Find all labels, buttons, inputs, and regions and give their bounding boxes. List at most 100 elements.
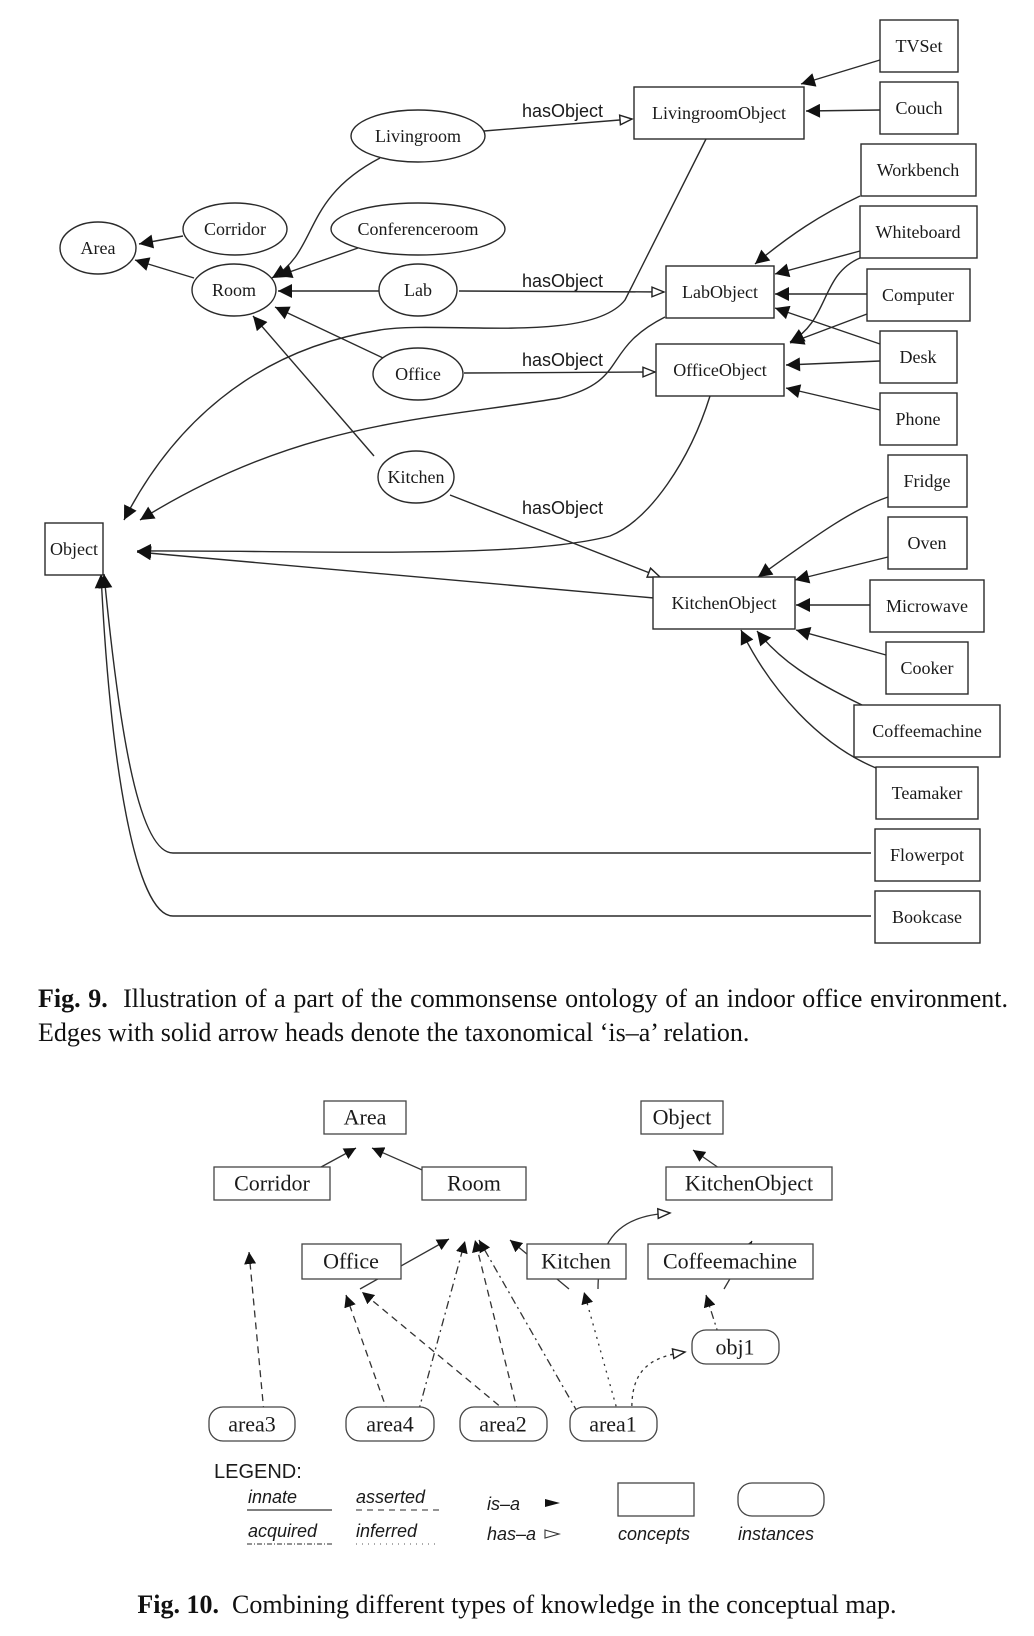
fig9-caption-text: Illustration of a part of the commonsens… xyxy=(38,984,1009,1047)
node-fridge: Fridge xyxy=(887,454,968,508)
concept-coffeemachine: Coffeemachine xyxy=(647,1243,814,1280)
concept-area: Area xyxy=(323,1100,407,1135)
f10-area3-corridor xyxy=(244,1251,265,1414)
legend-instance-box xyxy=(737,1482,825,1517)
fig10-caption: Fig. 10. Combining different types of kn… xyxy=(0,1588,1034,1622)
legend-isa: is–a xyxy=(487,1494,520,1514)
svg-text:Corridor: Corridor xyxy=(234,1171,310,1196)
svg-text:Object: Object xyxy=(653,1105,712,1130)
node-labobject: LabObject xyxy=(665,265,775,319)
f10-area1-room xyxy=(478,1239,579,1414)
concept-object: Object xyxy=(640,1100,724,1135)
node-tvset: TVSet xyxy=(879,19,959,73)
svg-text:Flowerpot: Flowerpot xyxy=(890,845,964,865)
edge-desk-officeobject xyxy=(785,357,881,372)
edge-workbench-labobject xyxy=(754,195,861,265)
node-object: Object xyxy=(44,522,104,576)
edge-label-hasobject-lab: hasObject xyxy=(522,271,603,291)
f10-area1-obj1 xyxy=(631,1352,685,1414)
svg-text:Coffeemachine: Coffeemachine xyxy=(872,721,982,741)
fig9-edges xyxy=(94,59,889,917)
edge-fridge-kitchenobject xyxy=(757,496,889,578)
svg-text:Office: Office xyxy=(323,1249,379,1274)
edge-computer-officeobject xyxy=(789,313,868,345)
svg-text:area2: area2 xyxy=(479,1412,527,1437)
f10-area4-office xyxy=(344,1294,389,1414)
svg-text:Lab: Lab xyxy=(404,280,432,300)
concept-kitchenobject: KitchenObject xyxy=(665,1166,833,1201)
node-conferenceroom: Conferenceroom xyxy=(330,202,506,256)
edge-flowerpot-object xyxy=(98,573,871,854)
node-cooker: Cooker xyxy=(885,641,969,695)
legend: LEGEND: innate asserted acquired inferre… xyxy=(214,1461,825,1545)
svg-text:Area: Area xyxy=(81,238,116,258)
node-oven: Oven xyxy=(887,516,968,570)
svg-text:Couch: Couch xyxy=(896,98,943,118)
node-area: Area xyxy=(59,221,137,275)
node-corridor: Corridor xyxy=(182,202,288,256)
hasa-livingroom-livingroomobject xyxy=(483,119,632,132)
legend-title: LEGEND: xyxy=(214,1461,302,1483)
edge-whiteboard-labobject xyxy=(774,250,861,278)
edge-label-hasobject-livingroom: hasObject xyxy=(522,101,603,121)
svg-text:Oven: Oven xyxy=(908,533,947,553)
fig9-caption-label: Fig. 9. xyxy=(38,984,108,1013)
svg-text:Kitchen: Kitchen xyxy=(388,467,445,487)
node-office: Office xyxy=(372,347,464,401)
svg-text:Workbench: Workbench xyxy=(877,160,960,180)
concept-office: Office xyxy=(301,1243,402,1280)
svg-text:Corridor: Corridor xyxy=(204,219,266,239)
legend-asserted: asserted xyxy=(356,1487,426,1507)
svg-text:KitchenObject: KitchenObject xyxy=(672,593,777,613)
hasa-office-officeobject xyxy=(463,372,655,373)
instance-area2: area2 xyxy=(459,1406,548,1442)
edge-label-hasobject-kitchen: hasObject xyxy=(522,498,603,518)
edge-couch-livingroomobject xyxy=(805,103,881,118)
svg-text:Fridge: Fridge xyxy=(904,471,951,491)
edge-kitchenobject-object xyxy=(136,546,655,599)
edge-oven-kitchenobject xyxy=(794,556,889,584)
legend-isa-arrow-icon xyxy=(545,1499,560,1507)
legend-instances: instances xyxy=(738,1524,814,1544)
node-livingroomobject: LivingroomObject xyxy=(633,86,805,140)
svg-text:Area: Area xyxy=(344,1105,387,1130)
svg-text:obj1: obj1 xyxy=(715,1335,754,1360)
svg-text:area4: area4 xyxy=(366,1412,414,1437)
edge-corridor-area xyxy=(138,234,184,249)
node-couch: Couch xyxy=(879,81,959,135)
f10-obj1-coffeemachine xyxy=(703,1294,720,1337)
svg-text:Computer: Computer xyxy=(882,285,954,305)
edge-coffeemachine-kitchenobject xyxy=(756,630,863,706)
node-livingroom: Livingroom xyxy=(350,109,486,163)
svg-text:Microwave: Microwave xyxy=(886,596,968,616)
f10-area2-office xyxy=(361,1291,509,1414)
hasa-kitchen-kitchenobject xyxy=(449,494,660,577)
f10-area1-kitchen xyxy=(581,1291,619,1414)
node-flowerpot: Flowerpot xyxy=(874,828,981,882)
edge-teamaker-kitchenobject xyxy=(740,629,877,769)
svg-text:Office: Office xyxy=(395,364,441,384)
svg-text:TVSet: TVSet xyxy=(896,36,943,56)
edge-office-room xyxy=(274,306,384,359)
node-kitchen: Kitchen xyxy=(377,450,455,504)
node-coffeemachine: Coffeemachine xyxy=(853,704,1001,758)
edge-label-hasobject-office: hasObject xyxy=(522,350,603,370)
edge-cooker-kitchenobject xyxy=(795,627,887,656)
legend-inferred: inferred xyxy=(356,1521,418,1541)
legend-hasa: has–a xyxy=(487,1524,536,1544)
svg-text:LivingroomObject: LivingroomObject xyxy=(652,103,786,123)
f10-area2-room xyxy=(472,1239,519,1414)
edge-officeobject-object xyxy=(136,395,711,558)
instance-obj1: obj1 xyxy=(691,1329,780,1365)
node-lab: Lab xyxy=(378,263,458,317)
instance-area4: area4 xyxy=(345,1406,435,1442)
edge-labobject-object xyxy=(139,316,666,521)
svg-text:Room: Room xyxy=(212,280,256,300)
svg-text:Desk: Desk xyxy=(900,347,937,367)
instance-area1: area1 xyxy=(569,1406,658,1442)
node-computer: Computer xyxy=(866,268,971,322)
fig10-caption-label: Fig. 10. xyxy=(137,1590,220,1619)
edge-livingroomobject-object xyxy=(123,138,707,521)
f10-office-room xyxy=(359,1238,450,1290)
legend-concepts: concepts xyxy=(618,1524,690,1544)
